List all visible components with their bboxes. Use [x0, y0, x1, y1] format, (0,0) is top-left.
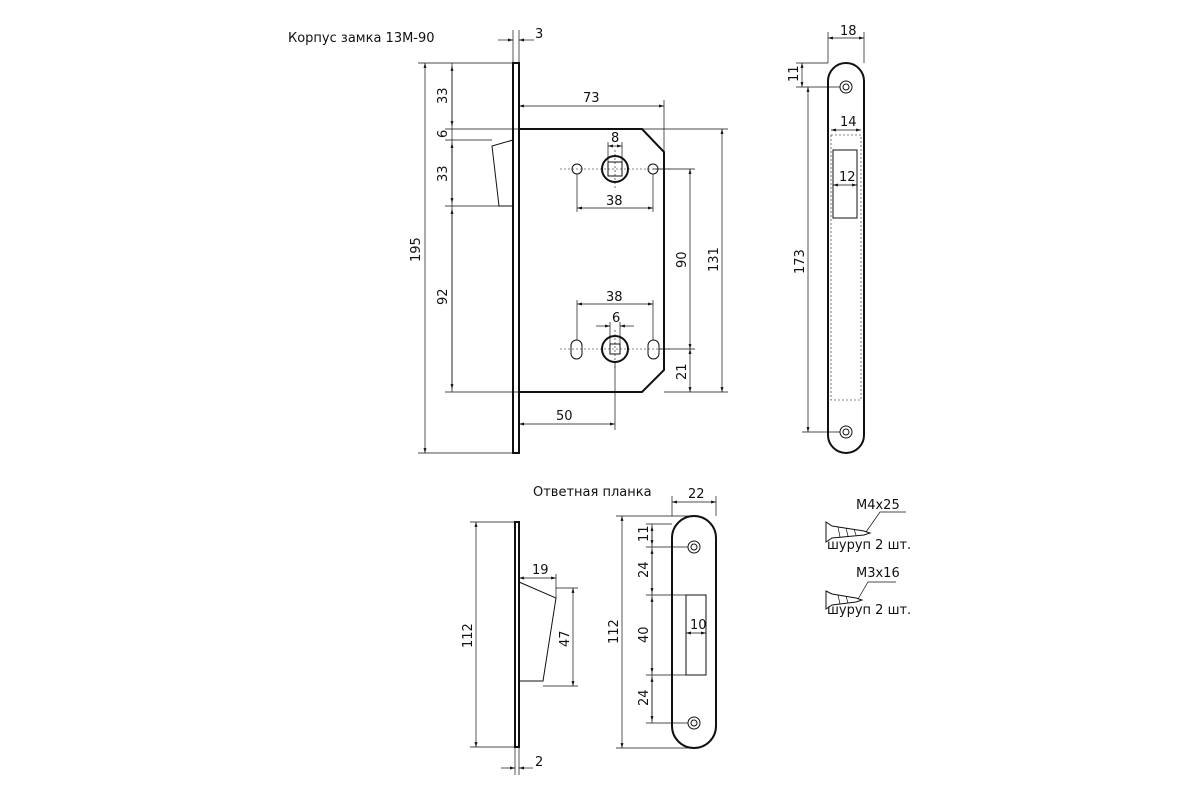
sp-dim-side-height: 112 [461, 623, 476, 648]
screw-label-1: шуруп 2 шт. [827, 538, 911, 553]
dim-latch-height: 33 [436, 165, 451, 182]
strike-side-plate [514, 521, 520, 748]
latch-bolt [491, 139, 514, 207]
turn-square [609, 343, 621, 355]
slot-bottom-left [570, 339, 583, 360]
fp-dim-window-width: 14 [840, 115, 857, 130]
screw-label-2: шуруп 2 шт. [827, 603, 911, 618]
dim-body-height: 131 [707, 247, 722, 272]
strike-screw-top [687, 540, 701, 554]
sp-dim-upper: 24 [637, 561, 652, 578]
sp-dim-thickness: 2 [535, 755, 543, 770]
lock-body-title: Корпус замка 13М-90 [288, 31, 435, 46]
dim-backset-top: 73 [583, 91, 600, 106]
dim-bottom-offset: 21 [675, 363, 690, 380]
screw-size-1: M4x25 [856, 498, 900, 513]
dim-screws-bottom: 38 [606, 290, 623, 305]
sp-dim-tongue-height: 47 [558, 630, 573, 647]
dim-bolt-gap: 6 [436, 130, 451, 138]
faceplate-view: 18 11 14 12 173 [787, 24, 865, 454]
strike-front-view: Ответная планка 22 11 24 40 24 10 112 [533, 485, 717, 749]
dim-screws-top: 38 [606, 194, 623, 209]
faceplate-outline [827, 62, 865, 454]
lock-body-view: Корпус замка 13М-90 3 195 33 6 [288, 27, 728, 454]
sp-dim-tongue: 19 [532, 563, 549, 578]
strike-side-tongue [518, 581, 557, 682]
sp-dim-width: 22 [688, 487, 705, 502]
faceplate-screw-top [839, 80, 853, 94]
lock-front-plate [512, 62, 520, 454]
strike-side-view: 112 19 47 2 [461, 521, 578, 775]
dim-square-bottom: 6 [612, 311, 620, 326]
sp-dim-slot: 10 [690, 618, 707, 633]
dim-top-offset: 33 [436, 87, 451, 104]
fp-dim-screw-offset: 11 [787, 65, 802, 82]
slot-bottom-right [647, 339, 660, 360]
handle-spindle-square [607, 161, 623, 177]
sp-dim-middle: 40 [637, 626, 652, 643]
dim-height-total: 195 [409, 237, 424, 262]
dim-centers: 90 [675, 251, 690, 268]
fp-dim-window-inner: 12 [839, 170, 856, 185]
dim-top-plate: 3 [535, 27, 543, 42]
fp-dim-width: 18 [840, 24, 857, 39]
faceplate-screw-bottom [839, 425, 853, 439]
sp-dim-screw-offset: 11 [637, 525, 652, 542]
strike-title: Ответная планка [533, 485, 652, 500]
sp-dim-lower: 24 [637, 689, 652, 706]
screw-icon [825, 521, 872, 543]
dim-square: 8 [611, 131, 619, 146]
screw-m3x16: M3x16 шуруп 2 шт. [825, 566, 911, 618]
screws-legend: M4x25 шуруп 2 шт. M3x16 шуруп 2 шт. [825, 498, 911, 618]
screw-size-2: M3x16 [856, 566, 900, 581]
faceplate-inner-outline [830, 134, 862, 401]
screw-icon [825, 590, 864, 610]
strike-latch-slot [685, 594, 707, 676]
dim-lower: 92 [436, 288, 451, 305]
lock-case [519, 128, 665, 393]
dim-backset: 50 [556, 409, 573, 424]
strike-screw-bottom [687, 716, 701, 730]
fp-dim-length: 173 [793, 249, 808, 274]
screw-m4x25: M4x25 шуруп 2 шт. [825, 498, 911, 553]
sp-dim-height: 112 [607, 619, 622, 644]
